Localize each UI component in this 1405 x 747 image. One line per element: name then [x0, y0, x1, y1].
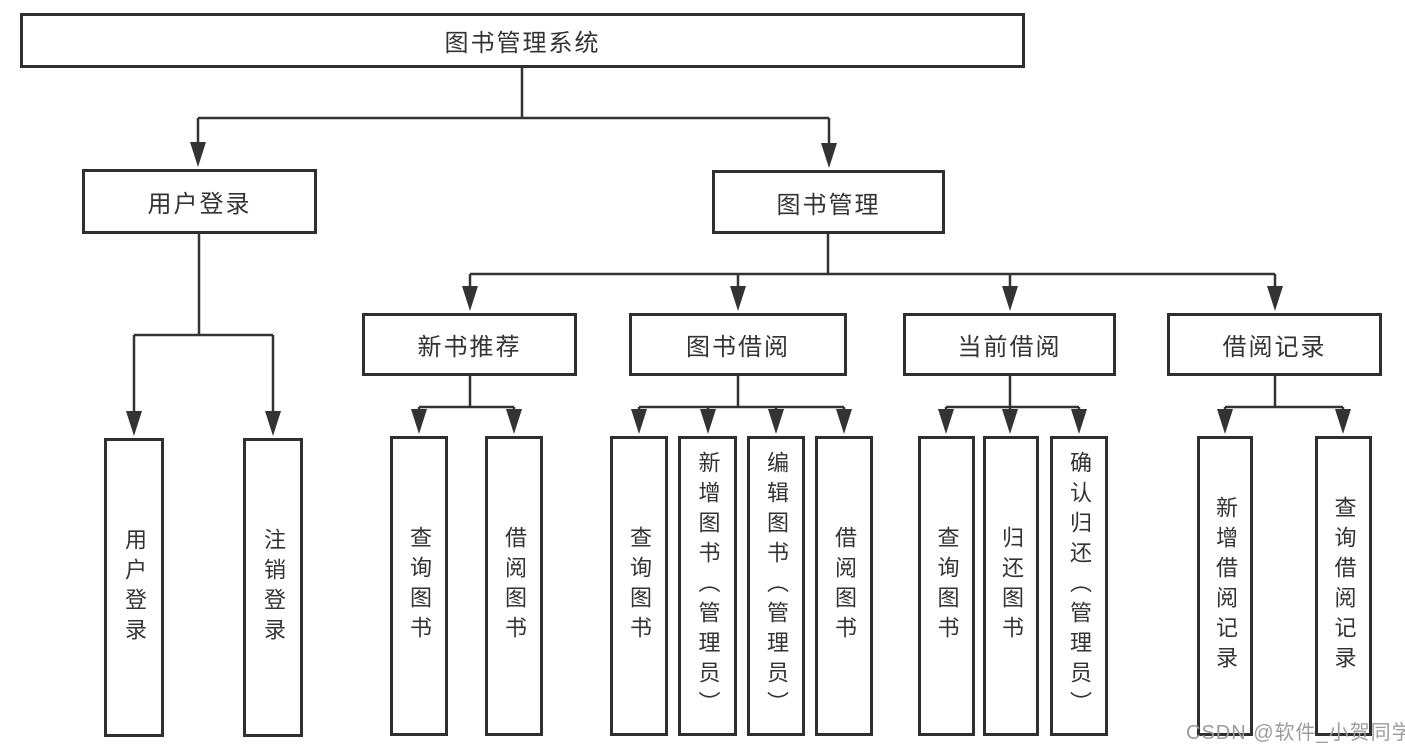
- node-new-book-recommend-label: 新书推荐: [417, 334, 522, 361]
- leaf-logout-label: 注销登录: [261, 527, 286, 648]
- arrowhead: [190, 142, 206, 167]
- leaf-borrow-books: 借阅图书: [815, 436, 873, 736]
- leaf-borrow-query-books-label: 查询图书: [627, 526, 652, 646]
- leaf-newbook-borrow-books: 借阅图书: [485, 436, 543, 736]
- leaf-edit-books-admin-label: 编辑图书（管理员）: [764, 451, 789, 721]
- node-book-borrow: 图书借阅: [629, 313, 847, 376]
- leaf-newbook-borrow-books-label: 借阅图书: [502, 526, 527, 646]
- node-book-borrow-label: 图书借阅: [686, 334, 790, 361]
- arrowhead: [462, 286, 478, 311]
- csdn-watermark: CSDN @软件_小贺同学: [1186, 722, 1405, 744]
- leaf-user-login: 用户登录: [104, 438, 164, 737]
- leaf-return-books: 归还图书: [983, 436, 1039, 736]
- arrowhead: [1002, 286, 1018, 311]
- leaf-borrow-query-books: 查询图书: [610, 436, 668, 736]
- leaf-query-borrow-record: 查询借阅记录: [1315, 436, 1372, 736]
- arrowhead: [1071, 409, 1087, 434]
- arrowhead: [1267, 286, 1283, 311]
- leaf-add-books-admin: 新增图书（管理员）: [678, 436, 737, 736]
- node-user-login-label: 用户登录: [147, 191, 252, 218]
- arrowhead: [730, 286, 746, 311]
- arrowhead: [836, 409, 852, 434]
- node-new-book-recommend: 新书推荐: [362, 313, 577, 376]
- arrowhead: [265, 411, 281, 436]
- arrowhead: [1217, 409, 1233, 434]
- leaf-current-query-books: 查询图书: [918, 436, 975, 736]
- arrowhead: [938, 409, 954, 434]
- leaf-user-login-label: 用户登录: [122, 527, 147, 648]
- arrowhead: [631, 409, 647, 434]
- node-current-borrow: 当前借阅: [903, 313, 1116, 376]
- node-current-borrow-label: 当前借阅: [957, 334, 1062, 361]
- leaf-logout: 注销登录: [243, 438, 303, 737]
- node-book-management: 图书管理: [712, 170, 945, 234]
- leaf-add-books-admin-label: 新增图书（管理员）: [695, 451, 721, 721]
- arrowhead: [506, 409, 522, 434]
- leaf-borrow-books-label: 借阅图书: [832, 526, 857, 646]
- node-user-login: 用户登录: [82, 169, 317, 234]
- arrowhead: [1002, 409, 1018, 434]
- leaf-edit-books-admin: 编辑图书（管理员）: [747, 436, 805, 736]
- leaf-newbook-query-books: 查询图书: [390, 436, 448, 736]
- node-root: 图书管理系统: [20, 13, 1025, 68]
- node-borrow-record-label: 借阅记录: [1222, 334, 1327, 361]
- arrowhead: [126, 411, 142, 436]
- leaf-newbook-query-books-label: 查询图书: [407, 526, 432, 646]
- leaf-add-borrow-record: 新增借阅记录: [1197, 436, 1253, 736]
- arrowhead: [768, 409, 784, 434]
- arrowhead: [411, 409, 427, 434]
- leaf-confirm-return-admin-label: 确认归还（管理员）: [1067, 451, 1092, 721]
- leaf-add-borrow-record-label: 新增借阅记录: [1213, 496, 1238, 676]
- arrowhead: [700, 409, 716, 434]
- arrowhead: [1335, 409, 1351, 434]
- node-root-label: 图书管理系统: [444, 30, 601, 57]
- leaf-return-books-label: 归还图书: [999, 526, 1024, 646]
- leaf-confirm-return-admin: 确认归还（管理员）: [1050, 436, 1108, 736]
- leaf-query-borrow-record-label: 查询借阅记录: [1331, 496, 1357, 676]
- leaf-current-query-books-label: 查询图书: [934, 526, 960, 646]
- node-borrow-record: 借阅记录: [1167, 313, 1382, 376]
- node-book-management-label: 图书管理: [776, 191, 881, 219]
- arrowhead: [821, 143, 837, 168]
